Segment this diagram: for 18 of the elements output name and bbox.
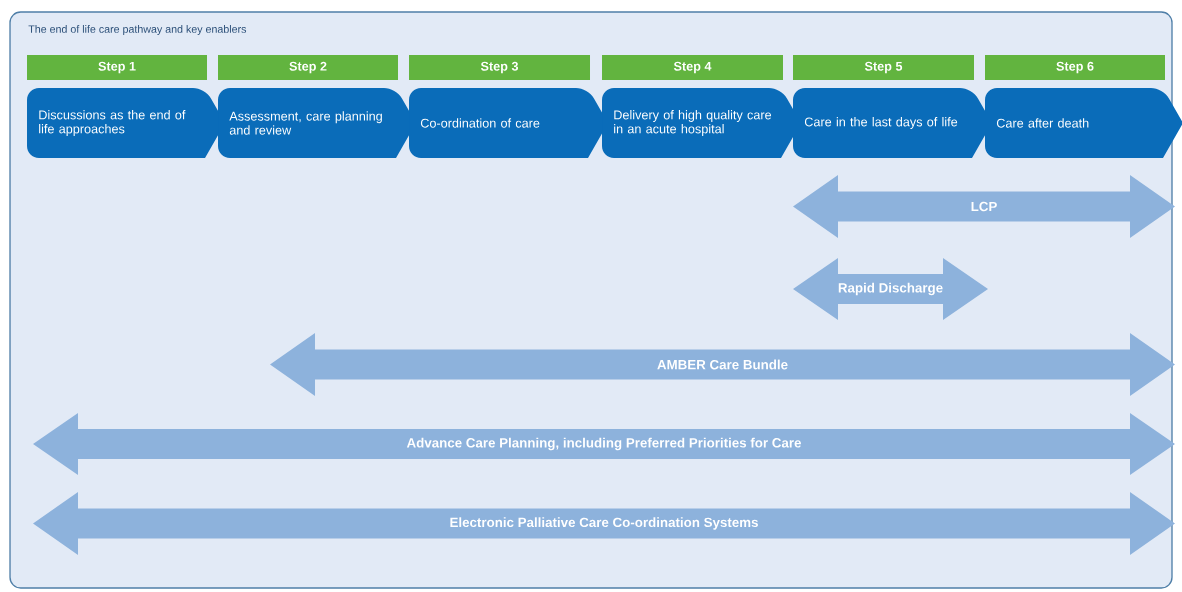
chevron-box: Care in the last days of life xyxy=(793,88,992,158)
diagram-title: The end of life care pathway and key enablers xyxy=(28,25,247,35)
step-header: Step 6 xyxy=(985,55,1165,80)
chevron-box: Assessment, care planning and review xyxy=(218,88,416,158)
double-arrow-band: Advance Care Planning, including Preferred Priorities for Care xyxy=(33,413,1175,475)
double-arrow-band: LCP xyxy=(793,175,1175,238)
step-header: Step 4 xyxy=(602,55,783,80)
chevron-box: Care after death xyxy=(985,88,1182,158)
chevron-box: Discussions as the end of life approaches xyxy=(27,88,225,158)
step-header: Step 2 xyxy=(218,55,398,80)
double-arrow-band: Electronic Palliative Care Co-ordination Systems xyxy=(33,492,1175,555)
step-header: Step 1 xyxy=(27,55,207,80)
step-header: Step 5 xyxy=(793,55,974,80)
chevron-box: Co-ordination of care xyxy=(409,88,608,158)
chevron-box: Delivery of high quality care in an acute hospital xyxy=(602,88,801,158)
step-header: Step 3 xyxy=(409,55,590,80)
double-arrow-band: AMBER Care Bundle xyxy=(270,333,1175,396)
double-arrow-band: Rapid Discharge xyxy=(793,258,988,320)
